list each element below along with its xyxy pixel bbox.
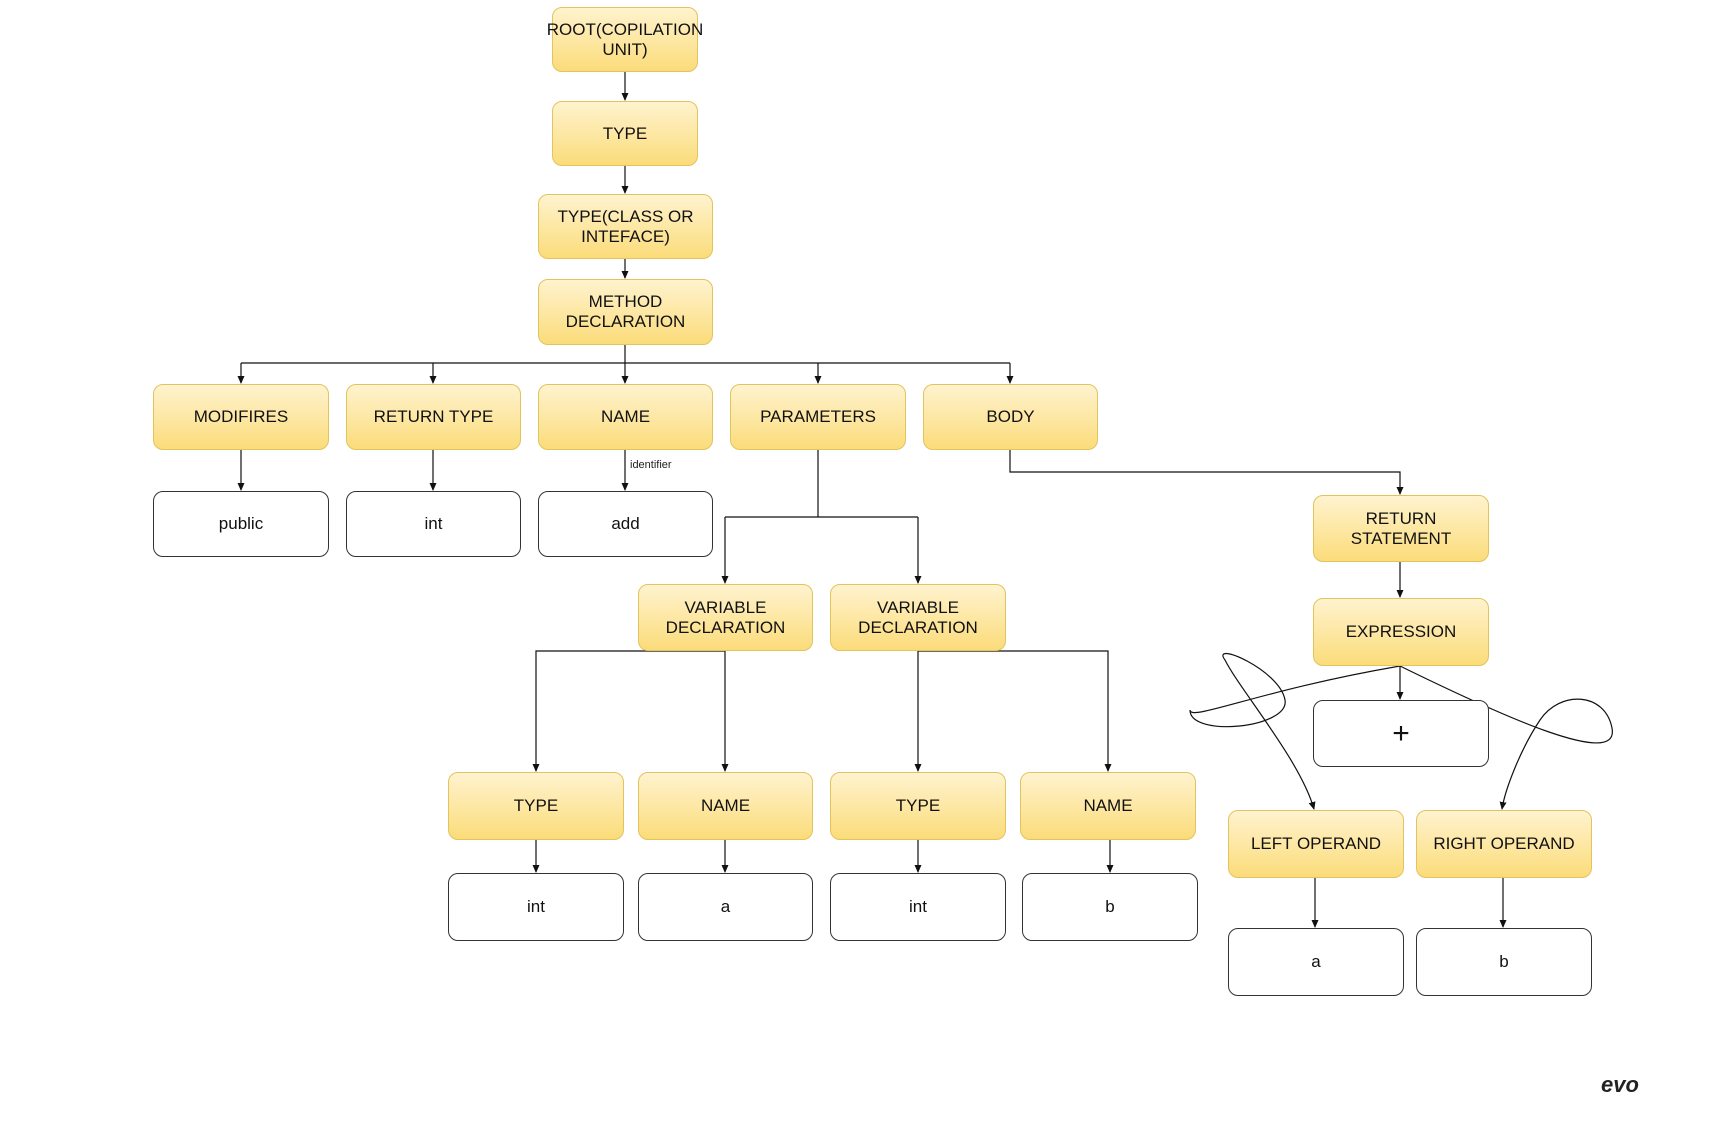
node-name: NAME bbox=[538, 384, 713, 450]
edge-body-return bbox=[1009, 450, 1404, 495]
node-expression: EXPRESSION bbox=[1313, 598, 1489, 666]
edge-expression-right-operand bbox=[1399, 665, 1613, 810]
node-root: ROOT(COPILATION UNIT) bbox=[547, 7, 703, 72]
node-b-1: b bbox=[1022, 873, 1198, 941]
node-parameters: PARAMETERS bbox=[730, 384, 906, 450]
node-name-1: NAME bbox=[638, 772, 813, 840]
node-int-1: int bbox=[448, 873, 624, 941]
node-type: TYPE bbox=[552, 101, 698, 166]
node-return-type: RETURN TYPE bbox=[346, 384, 521, 450]
node-a-2: a bbox=[1228, 928, 1404, 996]
node-return-statement: RETURN STATEMENT bbox=[1313, 495, 1489, 562]
edge-vardecl2-name bbox=[918, 650, 1112, 772]
node-name-2: NAME bbox=[1020, 772, 1196, 840]
node-a-1: a bbox=[638, 873, 813, 941]
node-type-1: TYPE bbox=[448, 772, 624, 840]
node-plus-operator: + bbox=[1313, 700, 1489, 767]
node-body: BODY bbox=[923, 384, 1098, 450]
node-b-2: b bbox=[1416, 928, 1592, 996]
watermark-logo: evo bbox=[1601, 1072, 1639, 1097]
node-public: public bbox=[153, 491, 329, 557]
edge-label-identifier: identifier bbox=[630, 459, 672, 471]
node-type-2: TYPE bbox=[830, 772, 1006, 840]
node-variable-declaration-1: VARIABLE DECLARATION bbox=[638, 584, 813, 651]
node-int-return: int bbox=[346, 491, 521, 557]
edge-expression-left-operand bbox=[1189, 652, 1401, 810]
node-int-2: int bbox=[830, 873, 1006, 941]
edge-vardecl1-type bbox=[532, 650, 725, 772]
node-left-operand: LEFT OPERAND bbox=[1228, 810, 1404, 878]
node-right-operand: RIGHT OPERAND bbox=[1416, 810, 1592, 878]
node-method-declaration: METHOD DECLARATION bbox=[538, 279, 713, 345]
node-add: add bbox=[538, 491, 713, 557]
node-type-class-or-interface: TYPE(CLASS OR INTEFACE) bbox=[538, 194, 713, 259]
node-variable-declaration-2: VARIABLE DECLARATION bbox=[830, 584, 1006, 651]
node-modifires: MODIFIRES bbox=[153, 384, 329, 450]
